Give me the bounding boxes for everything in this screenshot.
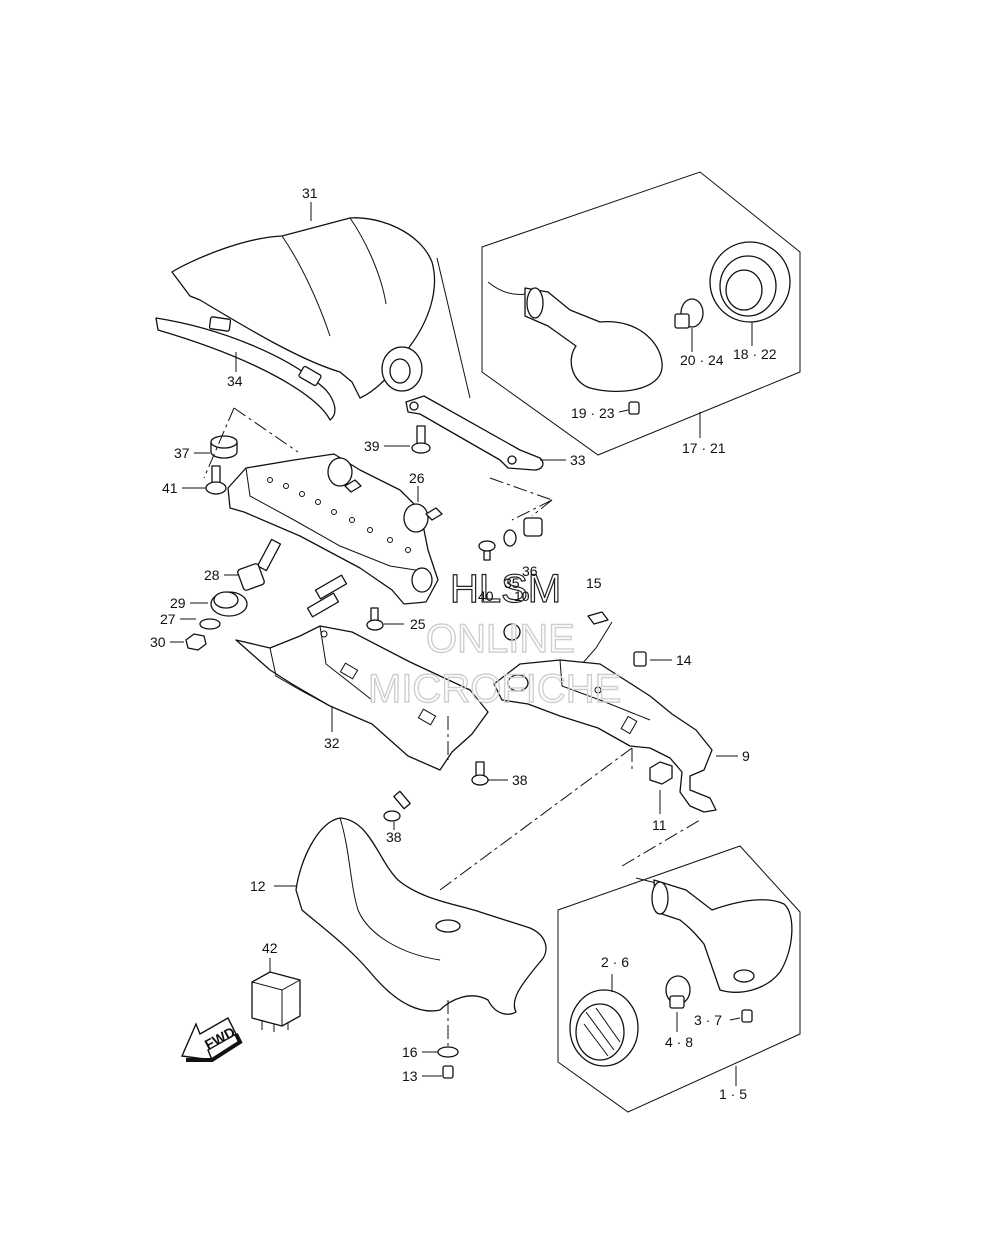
callout-35: 35 [504, 575, 520, 591]
watermark-line1: HLSM [450, 567, 561, 611]
callout-40: 40 [478, 588, 494, 604]
watermark-line2: ONLINE [426, 617, 575, 661]
callout-25: 25 [410, 616, 426, 632]
callout-34: 34 [227, 373, 243, 389]
callout-38-upper: 38 [512, 772, 528, 788]
callout-20-24: 20 · 24 [680, 352, 724, 368]
lower-cover [274, 817, 547, 1015]
tail-bracket [227, 453, 443, 618]
callout-9: 9 [742, 748, 750, 764]
callout-36: 36 [522, 563, 538, 579]
callout-31: 31 [302, 185, 318, 201]
callout-10: 10 [514, 588, 530, 604]
watermark: HLSM ONLINE MICROFICHE [367, 566, 622, 711]
callout-16: 16 [402, 1044, 418, 1060]
callout-13: 13 [402, 1068, 418, 1084]
assembly-lines [203, 407, 701, 1048]
callout-11: 11 [652, 817, 667, 833]
callout-14: 14 [676, 652, 692, 668]
front-turn-signal-assembly [557, 845, 801, 1113]
callout-29: 29 [170, 595, 186, 611]
lower-hardware [422, 1046, 459, 1079]
callout-1-5: 1 · 5 [719, 1086, 747, 1102]
forward-arrow-icon: FWD [180, 1017, 243, 1062]
callout-3-7: 3 · 7 [694, 1012, 722, 1028]
callout-38-lower: 38 [386, 829, 402, 845]
callout-15: 15 [586, 575, 602, 591]
callout-2-6: 2 · 6 [601, 954, 629, 970]
callout-27: 27 [160, 611, 176, 627]
callout-18-22: 18 · 22 [733, 346, 777, 362]
trim-strip [155, 316, 336, 421]
callout-33: 33 [570, 452, 586, 468]
screws-38 [383, 761, 508, 830]
callout-28: 28 [204, 567, 220, 583]
rear-turn-signal-assembly [436, 171, 801, 456]
tail-cover [171, 202, 436, 399]
left-hardware [170, 425, 431, 651]
callout-17-21: 17 · 21 [682, 440, 726, 456]
callout-26: 26 [409, 470, 425, 486]
callout-30: 30 [150, 634, 166, 650]
callout-12: 12 [250, 878, 266, 894]
callout-labels: 31 34 37 41 39 26 33 28 29 27 30 25 35 3… [150, 185, 777, 1102]
callout-4-8: 4 · 8 [665, 1034, 693, 1050]
mount-plate [235, 625, 489, 771]
center-hardware [478, 517, 613, 673]
watermark-line3: MICROFICHE [368, 667, 621, 711]
callout-42: 42 [262, 940, 278, 956]
signal-bracket [493, 651, 738, 814]
bracket-33 [405, 395, 566, 471]
callout-32: 32 [324, 735, 340, 751]
callout-41: 41 [162, 480, 178, 496]
callout-39: 39 [364, 438, 380, 454]
callout-37: 37 [174, 445, 190, 461]
relay [251, 958, 301, 1032]
callout-19-23: 19 · 23 [571, 405, 615, 421]
